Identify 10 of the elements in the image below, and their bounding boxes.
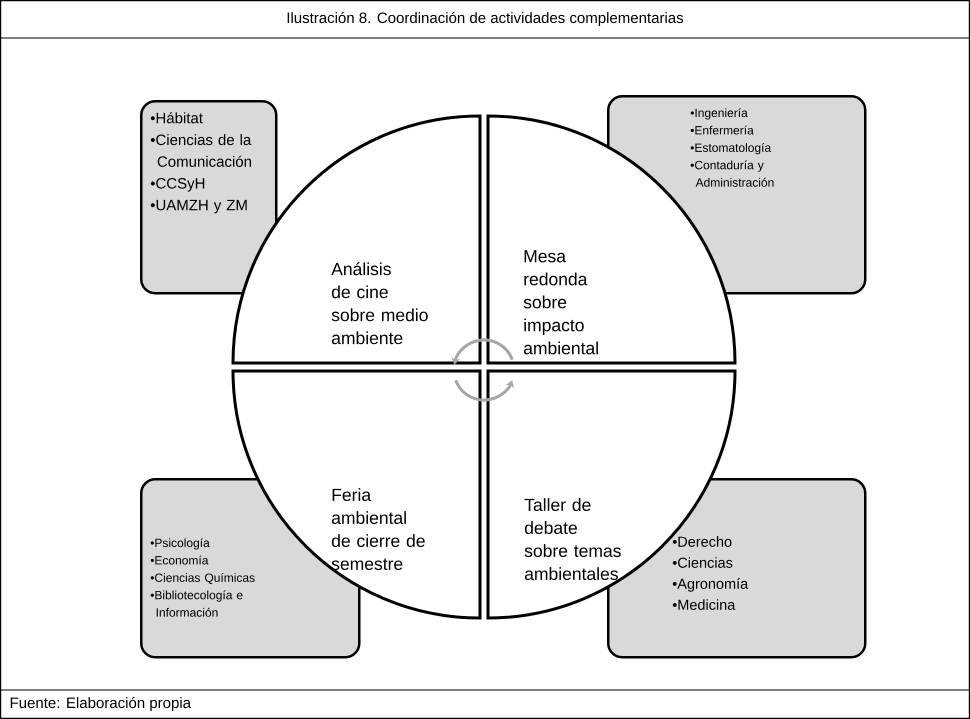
title: Ilustración 8. Coordinación de actividades complementarias bbox=[288, 12, 684, 26]
list-item: •Hábitat bbox=[150, 112, 203, 124]
list-item: •Derecho bbox=[672, 536, 732, 547]
list-item: •Ciencias bbox=[672, 557, 732, 568]
list-item: •Economía bbox=[150, 556, 208, 565]
list-box bbox=[140, 100, 278, 294]
list-item: •CCSyH bbox=[150, 178, 204, 192]
list-item: •Psicología bbox=[150, 538, 210, 550]
caption: Fuente: Elaboración propia bbox=[10, 696, 191, 712]
list-item: •Medicina bbox=[672, 599, 736, 610]
